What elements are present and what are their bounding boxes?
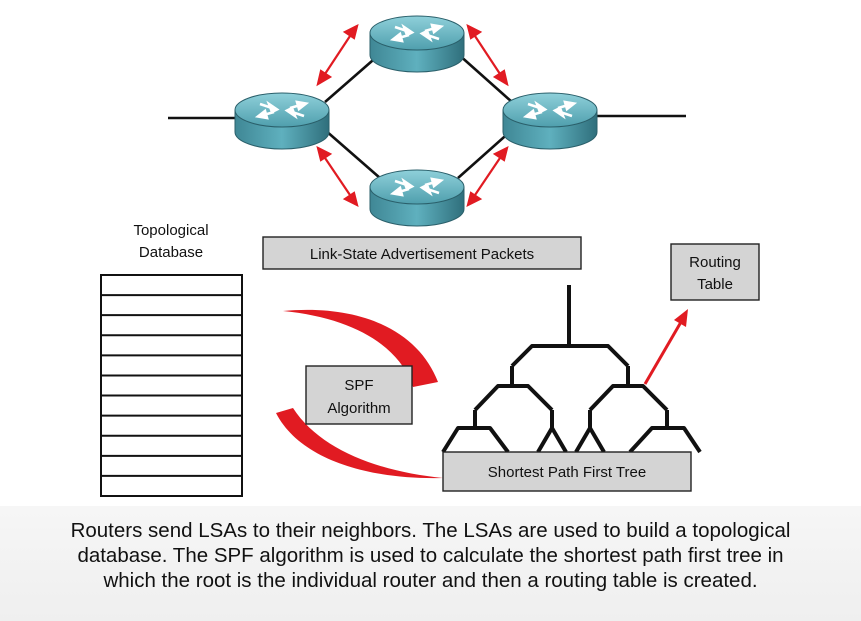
caption-line: Routers send LSAs to their neighbors. Th…	[70, 519, 791, 542]
topological-database	[100, 274, 243, 497]
caption-line: database. The SPF algorithm is used to c…	[77, 544, 784, 567]
lsa-arrow-bottom-right	[466, 145, 509, 208]
caption-line: which the root is the individual router …	[103, 569, 758, 592]
lsa-arrow-left-bottom	[316, 145, 359, 208]
router-icon	[368, 168, 466, 228]
lsa-exchange-arrows	[316, 23, 509, 208]
spf-arrow-upper	[283, 309, 438, 387]
caption-text: Routers send LSAs to their neighbors. Th…	[0, 518, 861, 593]
spf-arrow-lower	[276, 408, 443, 479]
db-label: Topological	[133, 222, 208, 239]
db-label: Database	[139, 244, 203, 261]
network-links	[168, 53, 686, 179]
caption-panel: Routers send LSAs to their neighbors. Th…	[0, 506, 861, 621]
lsa-packets-label: Link-State Advertisement Packets	[310, 246, 534, 263]
spf-tree-box: Shortest Path First Tree	[442, 451, 692, 492]
diagram-canvas: Topological Database Link-State Advertis…	[100, 14, 760, 497]
lsa-arrow-top-right	[466, 23, 509, 87]
router-icon	[368, 14, 466, 74]
routing-table-box: Routing Table	[670, 243, 760, 301]
routing-table-label: Table	[697, 276, 733, 293]
router-icon	[501, 91, 599, 151]
routing-table-label: Routing	[689, 254, 741, 271]
lsa-arrow-left-top	[316, 23, 359, 87]
spf-label: Algorithm	[327, 400, 390, 417]
spf-cycle-arrows	[276, 309, 443, 479]
spf-algorithm-box: SPF Algorithm	[305, 365, 413, 425]
lsa-packets-box: Link-State Advertisement Packets	[262, 236, 582, 270]
spf-label: SPF	[344, 377, 373, 394]
router-icon	[233, 91, 331, 151]
routing-table-arrow	[643, 309, 688, 385]
spf-tree-label: Shortest Path First Tree	[488, 464, 646, 481]
spf-tree	[441, 285, 702, 454]
